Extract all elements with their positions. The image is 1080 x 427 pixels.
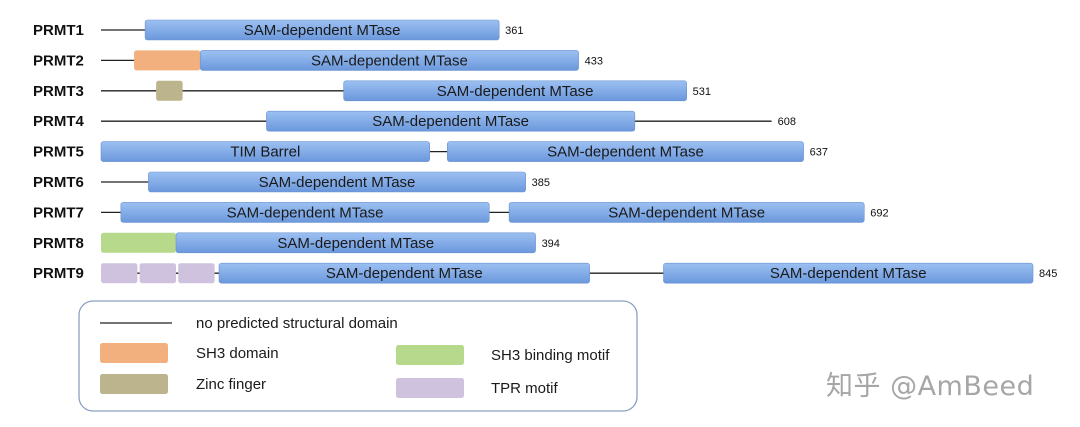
protein-name: PRMT6 <box>33 174 84 191</box>
protein-name: PRMT2 <box>33 52 84 69</box>
protein-length: 845 <box>1039 268 1057 280</box>
mtase-domain <box>218 262 590 284</box>
legend-item: no predicted structural domain <box>100 315 398 332</box>
legend-item: TPR motif <box>396 378 559 398</box>
tpr-motif-domain <box>101 263 138 284</box>
protein-row: PRMT7 SAM-dependent MTase SAM-dependent MT… <box>33 202 889 223</box>
legend-label: Zinc finger <box>196 376 266 393</box>
protein-length: 394 <box>542 238 560 250</box>
domain-label: SAM-dependent MTase <box>277 235 434 252</box>
domain-label: SAM-dependent MTase <box>547 144 704 161</box>
mtase-domain <box>144 19 500 41</box>
mtase-domain <box>148 171 526 193</box>
protein-row: PRMT6 SAM-dependent MTase 385 <box>33 171 550 193</box>
legend-swatch-sh3-domain <box>100 343 168 363</box>
domain-label: SAM-dependent MTase <box>259 174 416 191</box>
tpr-motif-domain <box>178 263 215 284</box>
protein-row: PRMT4 SAM-dependent MTase 608 <box>33 110 796 132</box>
mtase-domain <box>447 141 804 162</box>
protein-name: PRMT4 <box>33 113 84 130</box>
mtase-domain <box>175 232 536 254</box>
legend-swatch-sh3-binding-motif <box>396 345 464 365</box>
mtase-domain <box>120 202 490 223</box>
protein-length: 608 <box>778 116 796 128</box>
protein-row: PRMT1 SAM-dependent MTase 361 <box>33 19 524 41</box>
legend-swatch-zinc-finger <box>100 374 168 394</box>
protein-name: PRMT8 <box>33 235 84 252</box>
legend-item: Zinc finger <box>100 374 266 394</box>
mtase-domain <box>343 80 687 102</box>
domain-label: SAM-dependent MTase <box>244 22 401 39</box>
protein-length: 531 <box>693 86 711 98</box>
protein-length: 385 <box>532 177 550 189</box>
protein-name: PRMT9 <box>33 265 84 282</box>
domain-label: SAM-dependent MTase <box>372 113 529 130</box>
protein-name: PRMT5 <box>33 144 84 161</box>
legend-label: SH3 domain <box>196 345 279 362</box>
watermark: 知乎 @AmBeed <box>826 371 1035 402</box>
sh3-domain-domain <box>134 50 201 71</box>
domain-label: TIM Barrel <box>230 144 300 161</box>
protein-row: PRMT8 SAM-dependent MTase 394 <box>33 232 560 254</box>
domain-label: SAM-dependent MTase <box>326 265 483 282</box>
domain-label: SAM-dependent MTase <box>770 265 927 282</box>
legend-item: SH3 domain <box>100 343 279 363</box>
legend-label: SH3 binding motif <box>491 347 610 364</box>
legend-label: TPR motif <box>491 380 559 397</box>
mtase-domain <box>199 50 579 71</box>
legend-box <box>78 300 638 412</box>
protein-length: 637 <box>810 147 828 159</box>
legend-item: SH3 binding motif <box>396 345 610 365</box>
tpr-motif-domain <box>139 263 177 284</box>
protein-row: PRMT5 TIM Barrel SAM-dependent MTase 637 <box>33 141 828 162</box>
mtase-domain <box>508 202 865 223</box>
sh3-binding-motif-domain <box>101 232 177 253</box>
mtase-domain <box>100 141 430 162</box>
protein-row: PRMT9 SAM-dependent MTase SAM-dependent MT… <box>33 262 1057 284</box>
zinc-finger-domain <box>156 80 183 101</box>
protein-length: 433 <box>585 55 603 67</box>
domain-label: SAM-dependent MTase <box>311 52 468 69</box>
protein-name: PRMT3 <box>33 83 84 100</box>
domain-label: SAM-dependent MTase <box>437 83 594 100</box>
protein-length: 692 <box>870 207 888 219</box>
protein-name: PRMT1 <box>33 22 84 39</box>
protein-row: PRMT3 SAM-dependent MTase 531 <box>33 80 711 102</box>
legend-label: no predicted structural domain <box>196 315 398 332</box>
protein-row: PRMT2 SAM-dependent MTase 433 <box>33 50 603 71</box>
mtase-domain <box>266 110 636 132</box>
protein-name: PRMT7 <box>33 204 84 221</box>
domain-label: SAM-dependent MTase <box>608 204 765 221</box>
domain-label: SAM-dependent MTase <box>227 204 384 221</box>
legend-swatch-tpr-motif <box>396 378 464 398</box>
protein-length: 361 <box>505 25 523 37</box>
mtase-domain <box>663 262 1034 284</box>
